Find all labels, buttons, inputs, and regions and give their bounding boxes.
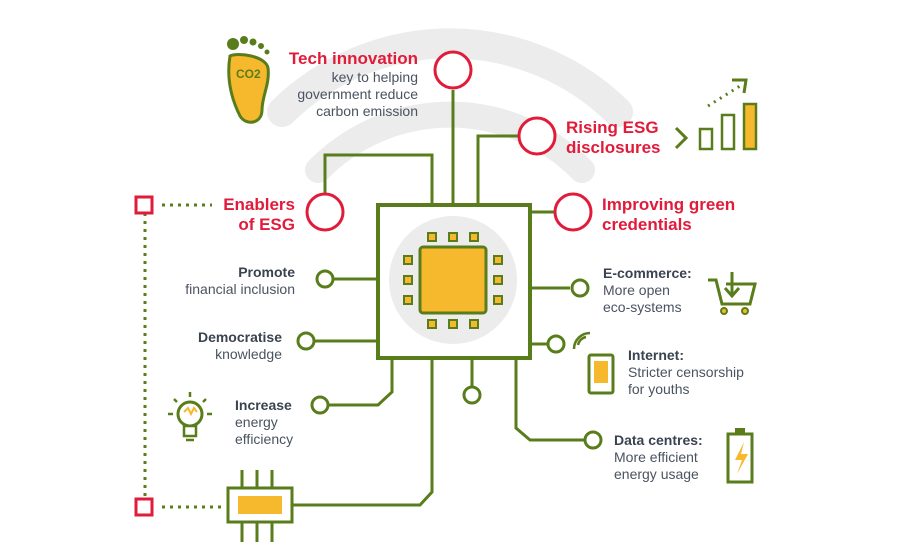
- data-centres-line1: More efficient: [614, 449, 698, 465]
- light-bulb-icon: [168, 392, 212, 442]
- label-enablers: Enablers of ESG: [195, 195, 295, 235]
- increase-line2: efficiency: [235, 431, 294, 447]
- dotted-connector: [134, 195, 224, 517]
- enablers-line1: Enablers: [223, 195, 295, 214]
- label-ecommerce: E-commerce: More open eco-systems: [603, 265, 713, 316]
- red-nodes: [305, 50, 593, 232]
- data-centres-title: Data centres:: [614, 432, 703, 448]
- battery-charging-icon: [726, 428, 754, 484]
- promote-line1: financial inclusion: [185, 281, 295, 297]
- trace-endpoints: [296, 269, 603, 450]
- rising-esg-line1: Rising ESG: [566, 118, 659, 137]
- increase-title: Increase: [235, 397, 292, 413]
- green-credentials-line2: credentials: [602, 215, 692, 234]
- tech-innovation-line1: key to helping: [331, 69, 418, 85]
- label-green-credentials: Improving green credentials: [602, 195, 772, 235]
- ecommerce-title: E-commerce:: [603, 265, 692, 281]
- tech-innovation-line2: government reduce: [297, 86, 418, 102]
- enablers-line2: of ESG: [238, 215, 295, 234]
- rising-esg-line2: disclosures: [566, 138, 661, 157]
- internet-line1: Stricter censorship: [628, 364, 744, 380]
- internet-title: Internet:: [628, 347, 684, 363]
- democratise-title: Democratise: [197, 329, 282, 345]
- ecommerce-line2: eco-systems: [603, 299, 682, 315]
- bar-growth-icon: [674, 78, 758, 151]
- label-rising-esg: Rising ESG disclosures: [566, 118, 686, 158]
- green-credentials-line1: Improving green: [602, 195, 736, 214]
- co2-footprint-icon: CO2: [227, 36, 270, 124]
- small-chip-icon: [226, 470, 294, 542]
- label-data-centres: Data centres: More efficient energy usag…: [614, 432, 724, 483]
- democratise-line1: knowledge: [215, 346, 282, 362]
- label-tech-innovation: Tech innovation key to helping governmen…: [218, 49, 418, 120]
- mobile-phone-icon: [572, 331, 615, 395]
- internet-line2: for youths: [628, 381, 690, 397]
- label-internet: Internet: Stricter censorship for youths: [628, 347, 768, 398]
- label-increase: Increase energy efficiency: [235, 397, 315, 448]
- circuit-traces: [292, 90, 585, 507]
- tech-innovation-title: Tech innovation: [288, 49, 418, 68]
- tech-innovation-line3: carbon emission: [316, 103, 418, 119]
- data-centres-line2: energy usage: [614, 466, 699, 482]
- main-chip: [376, 203, 532, 360]
- increase-line1: energy: [235, 414, 278, 430]
- label-democratise: Democratise knowledge: [150, 329, 282, 363]
- label-promote: Promote financial inclusion: [150, 264, 295, 298]
- shopping-cart-icon: [708, 272, 757, 315]
- ecommerce-line1: More open: [603, 282, 670, 298]
- promote-title: Promote: [238, 264, 295, 280]
- co2-text: CO2: [236, 67, 261, 81]
